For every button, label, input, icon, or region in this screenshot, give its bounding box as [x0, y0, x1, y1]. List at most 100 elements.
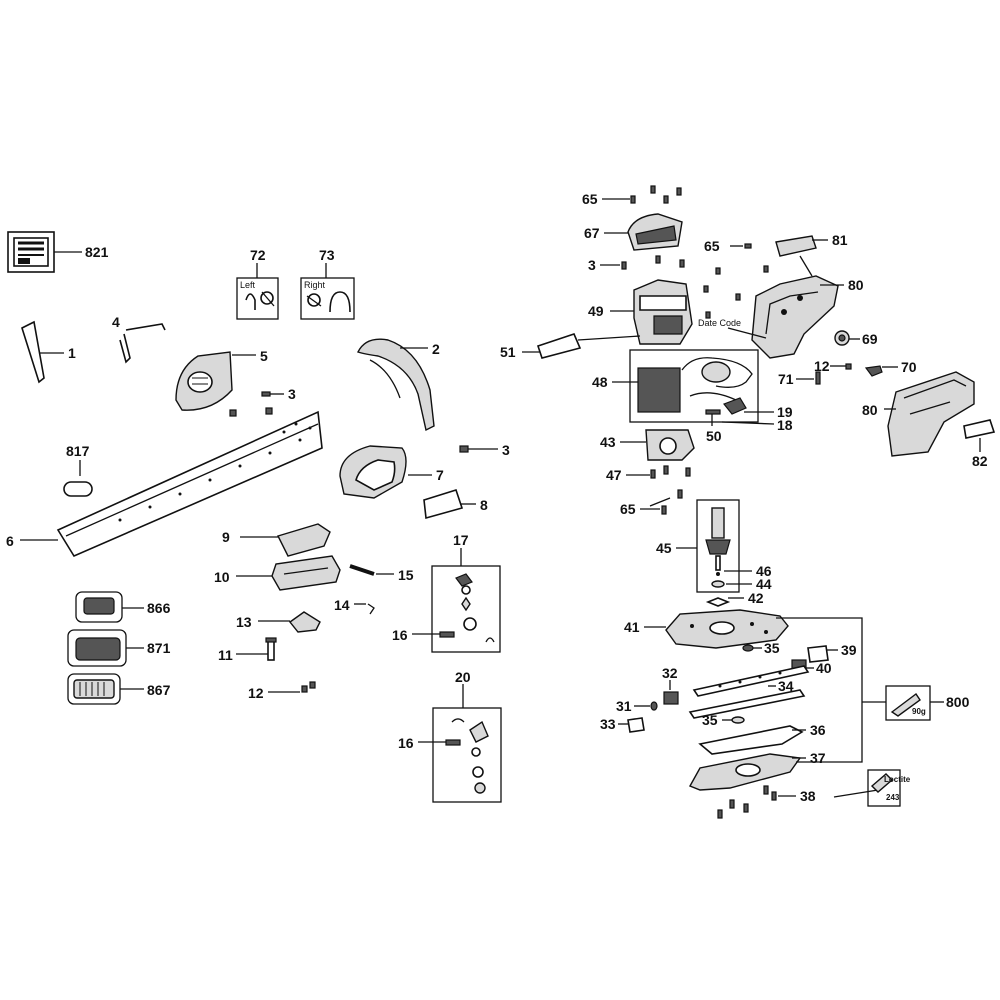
part-label-12a: 12 — [248, 685, 264, 701]
part-label-800: 800 — [946, 694, 970, 710]
blade-part-6 — [20, 410, 323, 558]
part-label-6: 6 — [6, 533, 14, 549]
switch-kit-part-20 — [432, 684, 502, 803]
part-label-817: 817 — [66, 443, 90, 459]
screws-part-3-left — [229, 391, 284, 417]
part-label-871: 871 — [147, 640, 171, 656]
clip-part-14 — [354, 603, 375, 615]
part-label-16b: 16 — [398, 735, 414, 751]
right-side-label: Right — [304, 280, 326, 290]
part-label-11: 11 — [218, 647, 233, 663]
screw-part-11 — [236, 637, 277, 661]
part-label-38: 38 — [800, 788, 816, 804]
part-label-82: 82 — [972, 453, 988, 469]
part-label-42: 42 — [748, 590, 764, 606]
part-label-866: 866 — [147, 600, 171, 616]
part-label-20: 20 — [455, 669, 471, 685]
part-label-3b: 3 — [502, 442, 510, 458]
screws-part-47 — [626, 465, 691, 479]
screw-part-18 — [705, 409, 775, 425]
part-label-34: 34 — [778, 678, 794, 694]
part-label-8: 8 — [480, 497, 488, 513]
part-label-44: 44 — [756, 576, 772, 592]
part-label-15: 15 — [398, 567, 414, 583]
gear-cover-part-9 — [240, 523, 331, 557]
part-label-65a: 65 — [582, 191, 598, 207]
part-label-12b: 12 — [814, 358, 830, 374]
housing-part-5 — [175, 351, 256, 411]
part-label-65c: 65 — [620, 501, 636, 517]
part-label-49: 49 — [588, 303, 604, 319]
part-label-67: 67 — [584, 225, 600, 241]
part-label-72: 72 — [250, 247, 266, 263]
knob-part-69 — [834, 330, 860, 346]
left-side-label: Left — [240, 280, 256, 290]
part-label-41: 41 — [624, 619, 640, 635]
screw-part-16-lower — [418, 739, 461, 746]
part-label-867: 867 — [147, 682, 171, 698]
part-label-69: 69 — [862, 331, 878, 347]
part-label-7: 7 — [436, 467, 444, 483]
part-label-32: 32 — [662, 665, 678, 681]
part-label-4: 4 — [112, 314, 120, 330]
part-label-70: 70 — [901, 359, 917, 375]
part-label-10: 10 — [214, 569, 230, 585]
blade-guard-part-7 — [339, 445, 432, 499]
screw-part-3-right — [459, 445, 498, 453]
armature-part-45 — [676, 499, 752, 593]
pin-part-31 — [634, 701, 658, 711]
label-part-8 — [423, 489, 476, 520]
part-label-35a: 35 — [764, 640, 780, 656]
date-code-text: Date Code — [698, 318, 741, 328]
screw-part-65-mid — [730, 243, 752, 249]
part-label-46: 46 — [756, 563, 772, 579]
part-label-36: 36 — [810, 722, 826, 738]
part-label-65b: 65 — [704, 238, 720, 254]
housing-half-part-80-lower — [884, 371, 975, 457]
part-label-19: 19 — [777, 404, 793, 420]
part-label-17: 17 — [453, 532, 469, 548]
cap-part-817 — [63, 460, 93, 497]
part-label-14: 14 — [334, 597, 350, 613]
part-label-9: 9 — [222, 529, 230, 545]
gear-housing-part-10 — [236, 555, 341, 591]
washer-part-35-upper — [742, 644, 762, 652]
part-label-73: 73 — [319, 247, 335, 263]
motor-assembly-part-48 — [612, 349, 759, 423]
screw-part-16-upper — [412, 631, 455, 638]
front-handle-part-2 — [357, 338, 435, 432]
part-label-821: 821 — [85, 244, 109, 260]
screw-part-12-left — [268, 681, 316, 693]
screws-field — [703, 265, 769, 319]
part-label-43: 43 — [600, 434, 616, 450]
charger-part-867 — [67, 673, 144, 705]
part-label-16a: 16 — [392, 627, 408, 643]
gear-case-part-41 — [644, 609, 789, 649]
washer-part-35-lower — [722, 716, 745, 724]
loctite-name: Loctite — [884, 775, 911, 784]
shim-part-36 — [698, 725, 806, 755]
part-label-50: 50 — [706, 428, 722, 444]
grease-weight: 90g — [912, 707, 926, 716]
housing-half-part-80-upper — [751, 255, 844, 359]
part-label-1: 1 — [68, 345, 76, 361]
manual-part-821 — [7, 231, 82, 273]
gear-part-13 — [258, 611, 321, 633]
clip-left-part-72 — [236, 263, 279, 320]
part-label-31: 31 — [616, 698, 632, 714]
battery-part-866 — [75, 591, 144, 623]
bearing-plate-part-43 — [620, 429, 695, 461]
part-label-47: 47 — [606, 467, 622, 483]
part-label-18: 18 — [777, 417, 793, 433]
part-label-39: 39 — [841, 642, 857, 658]
part-label-81: 81 — [832, 232, 848, 248]
part-label-48: 48 — [592, 374, 608, 390]
part-label-33: 33 — [600, 716, 616, 732]
part-label-13: 13 — [236, 614, 252, 630]
part-label-40: 40 — [816, 660, 832, 676]
part-label-80a: 80 — [848, 277, 864, 293]
plate-part-33 — [618, 717, 645, 733]
screws-part-38 — [717, 785, 879, 819]
part-label-35b: 35 — [702, 712, 718, 728]
